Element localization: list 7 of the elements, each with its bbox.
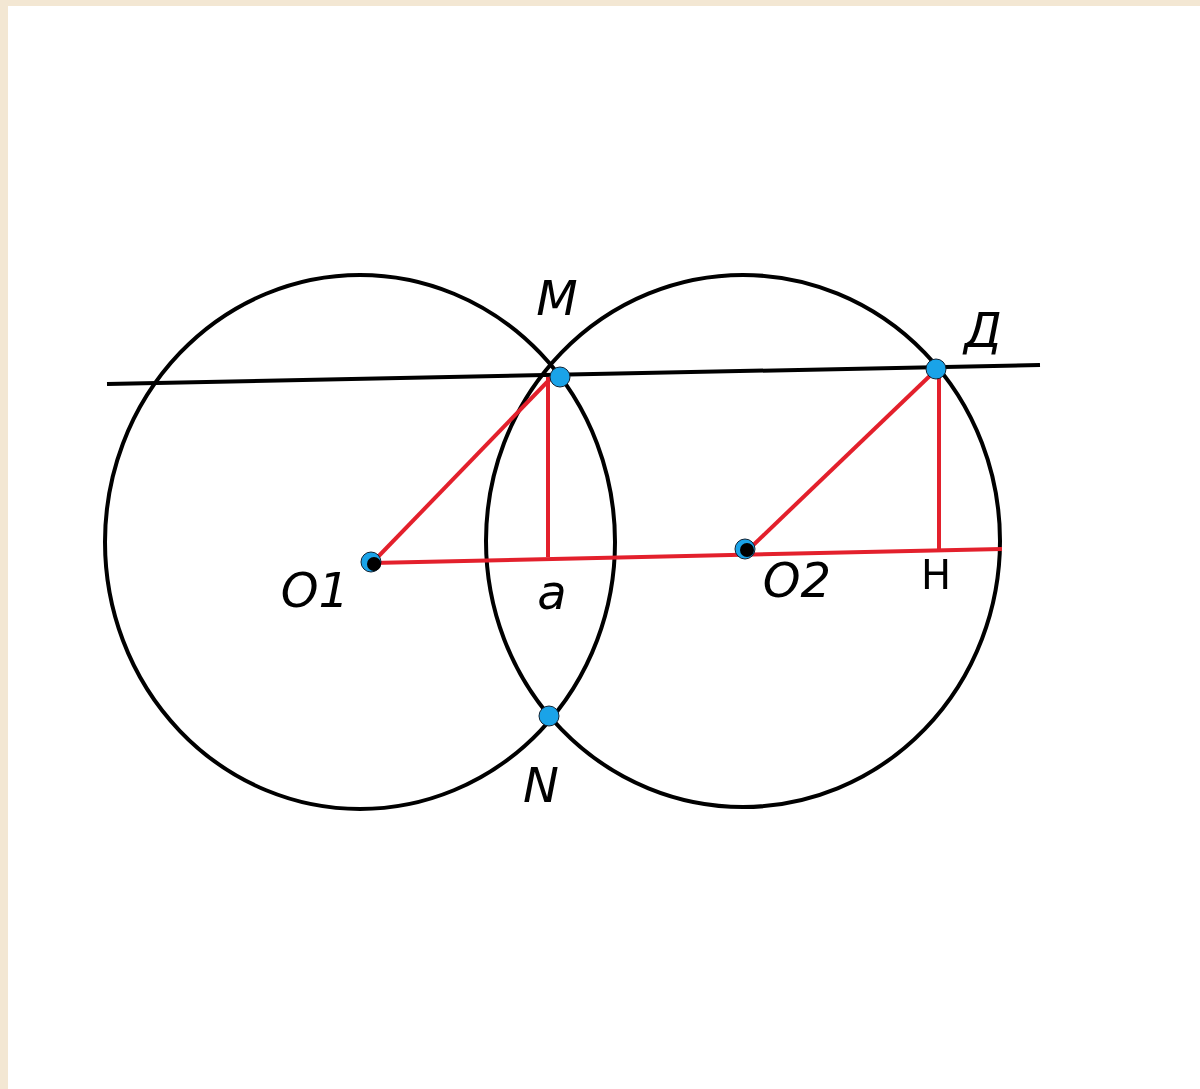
point-label: N	[523, 761, 559, 809]
point-label: Д	[964, 306, 1002, 354]
point-label: O2	[762, 556, 832, 604]
point-label: H	[920, 555, 952, 595]
point-label: M	[536, 274, 578, 322]
point-label: a	[537, 568, 567, 616]
point-label: O1	[280, 566, 350, 614]
